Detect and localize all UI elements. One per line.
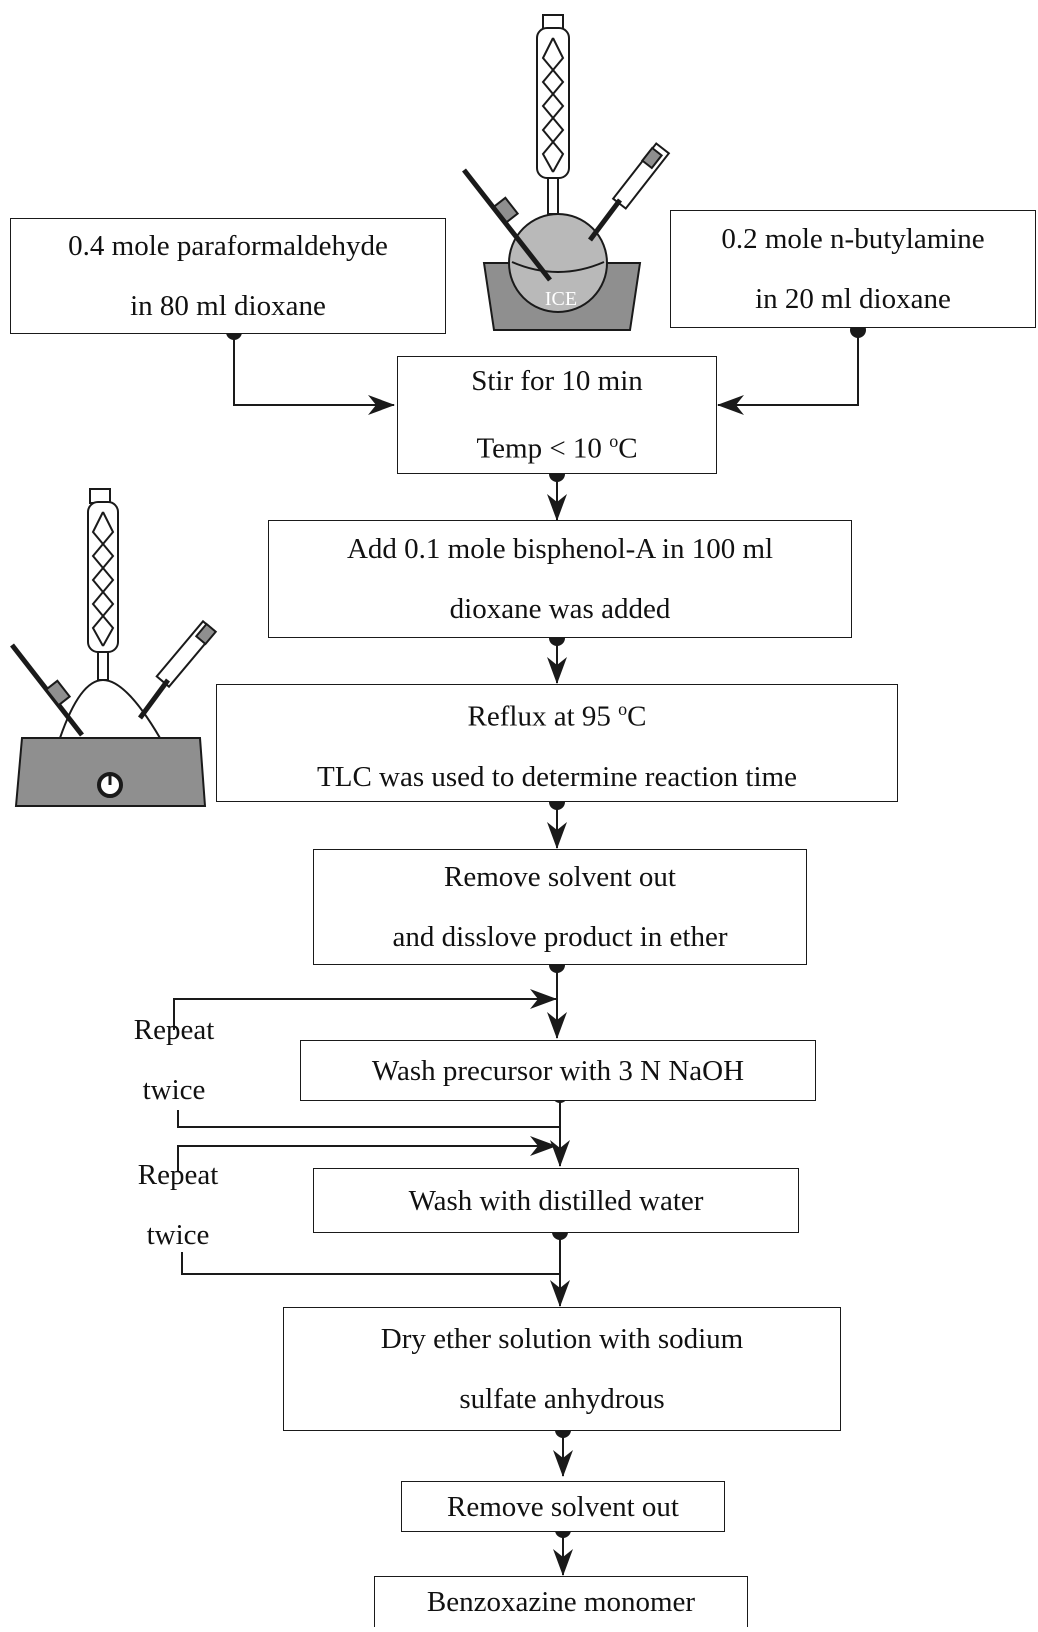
repeat-loop-1-return bbox=[173, 989, 557, 1030]
ice-bath-apparatus bbox=[462, 14, 671, 331]
stir-line1: Stir for 10 min bbox=[471, 365, 643, 398]
paraformaldehyde-line2: in 80 ml dioxane bbox=[130, 290, 326, 322]
dry-line1: Dry ether solution with sodium bbox=[380, 1323, 744, 1355]
connector-paraformaldehyde bbox=[233, 332, 395, 415]
repeat-note-1-line2: twice bbox=[142, 1074, 206, 1106]
wash-naoh-line1: Wash precursor with 3 N NaOH bbox=[371, 1054, 745, 1087]
repeat-loop-2 bbox=[181, 1232, 561, 1275]
paraformaldehyde-line1: 0.4 mole paraformaldehyde bbox=[68, 230, 388, 262]
reflux-line1: Reflux at 95 oC bbox=[467, 699, 647, 733]
remove-dissolve-line2: and disslove product in ether bbox=[392, 921, 728, 953]
paraformaldehyde-box: 0.4 mole paraformaldehyde in 80 ml dioxa… bbox=[10, 218, 446, 334]
stir-line2: Temp < 10 oC bbox=[476, 431, 638, 465]
butylamine-line1: 0.2 mole n-butylamine bbox=[721, 223, 985, 255]
remove-dissolve-line1: Remove solvent out bbox=[444, 861, 676, 893]
wash-water-line1: Wash with distilled water bbox=[408, 1184, 704, 1217]
product-box: Benzoxazine monomer bbox=[374, 1576, 748, 1627]
butylamine-line2: in 20 ml dioxane bbox=[755, 283, 951, 315]
repeat-note-1-line1: Repeat bbox=[133, 1014, 215, 1046]
reflux-line2: TLC was used to determine reaction time bbox=[317, 760, 797, 793]
oil-bath-apparatus bbox=[10, 488, 218, 807]
repeat-note-1: Repeat twice bbox=[114, 1000, 234, 1120]
bisphenol-line1: Add 0.1 mole bisphenol-A in 100 ml bbox=[346, 533, 774, 565]
remove-dissolve-box: Remove solvent out and disslove product … bbox=[313, 849, 807, 965]
repeat-note-2-line1: Repeat bbox=[137, 1159, 219, 1191]
dry-line2: sulfate anhydrous bbox=[459, 1383, 665, 1415]
product-line1: Benzoxazine monomer bbox=[426, 1586, 696, 1618]
bisphenol-box: Add 0.1 mole bisphenol-A in 100 ml dioxa… bbox=[268, 520, 852, 638]
reflux-box: Reflux at 95 oC TLC was used to determin… bbox=[216, 684, 898, 802]
repeat-loop-2-return bbox=[177, 1136, 557, 1172]
wash-water-box: Wash with distilled water bbox=[313, 1168, 799, 1233]
bisphenol-line2: dioxane was added bbox=[449, 593, 671, 625]
connector-butylamine bbox=[717, 330, 859, 415]
stir-box: Stir for 10 min Temp < 10 oC bbox=[397, 356, 717, 474]
butylamine-box: 0.2 mole n-butylamine in 20 ml dioxane bbox=[670, 210, 1036, 328]
remove-final-box: Remove solvent out bbox=[401, 1481, 725, 1532]
dry-box: Dry ether solution with sodium sulfate a… bbox=[283, 1307, 841, 1431]
ice-label: ICE bbox=[545, 288, 577, 310]
wash-naoh-box: Wash precursor with 3 N NaOH bbox=[300, 1040, 816, 1101]
remove-final-line1: Remove solvent out bbox=[447, 1490, 679, 1523]
repeat-note-2: Repeat twice bbox=[118, 1145, 238, 1265]
repeat-note-2-line2: twice bbox=[146, 1219, 210, 1251]
